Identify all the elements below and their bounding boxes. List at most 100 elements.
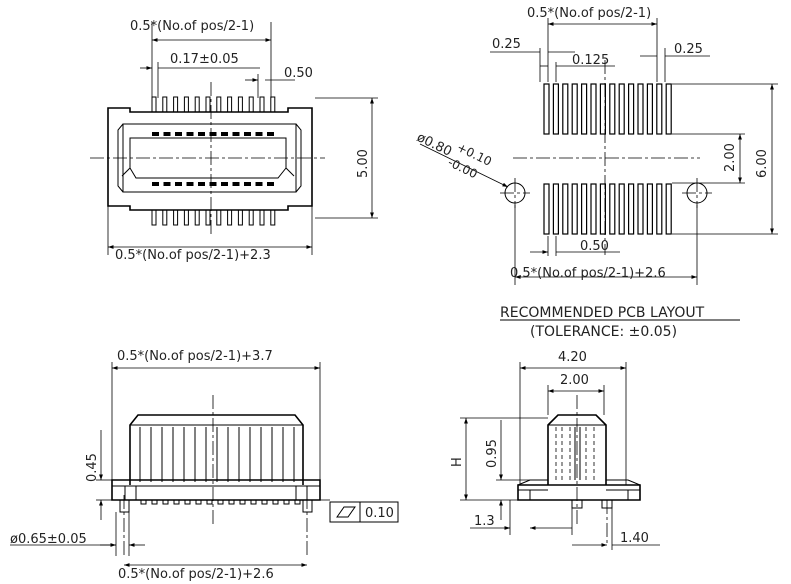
pcb-dim-left-pad: 0.25: [492, 37, 521, 52]
contact-dot: [221, 132, 228, 136]
pcb-pad: [665, 183, 672, 235]
pcb-dim-pitch: 0.50: [580, 239, 609, 254]
bottom-pin: [227, 209, 233, 226]
pcb-pad: [580, 183, 588, 235]
front-pin-tail: [283, 499, 290, 505]
bottom-pin: [248, 209, 254, 226]
contact-dot: [163, 132, 171, 136]
side-dim-095: 0.95: [485, 439, 500, 468]
contact-dot: [152, 132, 159, 136]
top-view-housing: [107, 107, 313, 211]
pcb-pad: [637, 183, 644, 235]
top-pin: [194, 96, 200, 113]
top-pin: [248, 96, 254, 113]
flatness-symbol-box: [329, 501, 361, 523]
top-pin: [270, 96, 276, 113]
side-dim-140: 1.40: [620, 531, 649, 546]
top-pin: [162, 96, 168, 113]
front-pin-tail: [261, 499, 268, 505]
pcb-pad: [646, 83, 654, 135]
contact-dot: [267, 182, 274, 186]
front-pin-tail: [195, 499, 202, 505]
pcb-pad: [665, 83, 672, 135]
front-pin-tail: [140, 499, 147, 505]
pcb-dim-row-gap: 2.00: [723, 143, 738, 172]
pcb-title: RECOMMENDED PCB LAYOUT: [500, 305, 705, 321]
front-pin-tail: [217, 499, 224, 505]
contact-dot: [221, 182, 228, 186]
front-dim-height: 0.45: [85, 453, 100, 482]
bottom-pin: [162, 209, 168, 226]
contact-dot: [232, 132, 240, 136]
pcb-dim-bottom: 0.5*(No.of pos/2-1)+2.6: [510, 266, 666, 281]
bottom-pin: [237, 209, 243, 226]
pcb-pad: [627, 83, 635, 135]
pcb-pad: [618, 83, 625, 135]
pcb-pad: [543, 183, 550, 235]
side-view: 4.20 2.00 H 0.95 1.3 1.40: [450, 350, 660, 550]
contact-dot: [209, 132, 217, 136]
top-pin: [205, 96, 211, 113]
front-dim-top: 0.5*(No.of pos/2-1)+3.7: [117, 349, 273, 364]
side-dim-13: 1.3: [474, 514, 495, 529]
front-pin-tail: [239, 499, 246, 505]
pcb-pad: [609, 83, 616, 135]
pcb-pad: [543, 83, 550, 135]
side-dim-width: 4.20: [558, 350, 587, 365]
top-pin: [259, 96, 265, 113]
front-pin-tail: [151, 499, 158, 505]
flatness-value-box: [359, 501, 399, 523]
top-dim-pin-width: 0.17±0.05: [170, 52, 239, 67]
pcb-tolerance: (TOLERANCE: ±0.05): [530, 324, 677, 340]
pcb-pad: [590, 83, 597, 135]
pcb-dim-total-height: 6.00: [755, 149, 770, 178]
contact-dot: [175, 182, 182, 186]
contact-dot: [186, 182, 194, 186]
flatness-value: 0.10: [365, 506, 394, 521]
pcb-pad: [656, 183, 663, 235]
contact-dot: [175, 132, 182, 136]
svg-text:ø0.80: ø0.80: [414, 130, 454, 160]
pcb-pad: [609, 183, 616, 235]
bottom-pin: [216, 209, 222, 226]
contact-dot: [244, 182, 251, 186]
front-pin-tail: [294, 499, 301, 505]
pcb-layout-view: 0.5*(No.of pos/2-1) 0.25 0.125 0.25 ø0.8…: [414, 6, 778, 340]
contact-dot: [198, 182, 205, 186]
top-dim-pitch: 0.50: [284, 66, 313, 81]
bottom-pin: [270, 209, 276, 226]
pcb-pad: [580, 83, 588, 135]
top-view: 0.5*(No.of pos/2-1) 0.17±0.05 0.50 5.00 …: [90, 19, 378, 263]
bottom-pin: [205, 209, 211, 226]
top-pin: [151, 96, 157, 113]
bottom-pin: [194, 209, 200, 226]
pcb-pad: [646, 183, 654, 235]
bottom-pin: [183, 209, 189, 226]
flatness-icon: [336, 506, 356, 518]
pcb-pad: [562, 83, 569, 135]
pcb-pad: [656, 83, 663, 135]
right-peg: [302, 499, 313, 513]
front-pin-tail: [162, 499, 169, 505]
pcb-dim-span: 0.5*(No.of pos/2-1): [527, 6, 651, 21]
pcb-dim-gap: 0.125: [572, 53, 609, 68]
contact-dot: [244, 132, 251, 136]
contact-dot: [209, 182, 217, 186]
bottom-pin: [259, 209, 265, 226]
top-dim-bottom: 0.5*(No.of pos/2-1)+2.3: [115, 248, 271, 263]
pcb-pad: [637, 83, 644, 135]
contact-dot: [198, 132, 205, 136]
front-pin-tail: [184, 499, 191, 505]
pcb-pad: [552, 83, 560, 135]
top-pin: [173, 96, 179, 113]
top-dim-span: 0.5*(No.of pos/2-1): [130, 19, 254, 34]
pcb-dim-right-pad: 0.25: [674, 42, 703, 57]
top-dim-height: 5.00: [356, 149, 371, 178]
side-dim-inner: 2.00: [560, 373, 589, 388]
contact-dot: [152, 182, 159, 186]
front-pin-tail: [272, 499, 279, 505]
front-pin-tail: [228, 499, 235, 505]
pcb-pad: [599, 183, 607, 235]
